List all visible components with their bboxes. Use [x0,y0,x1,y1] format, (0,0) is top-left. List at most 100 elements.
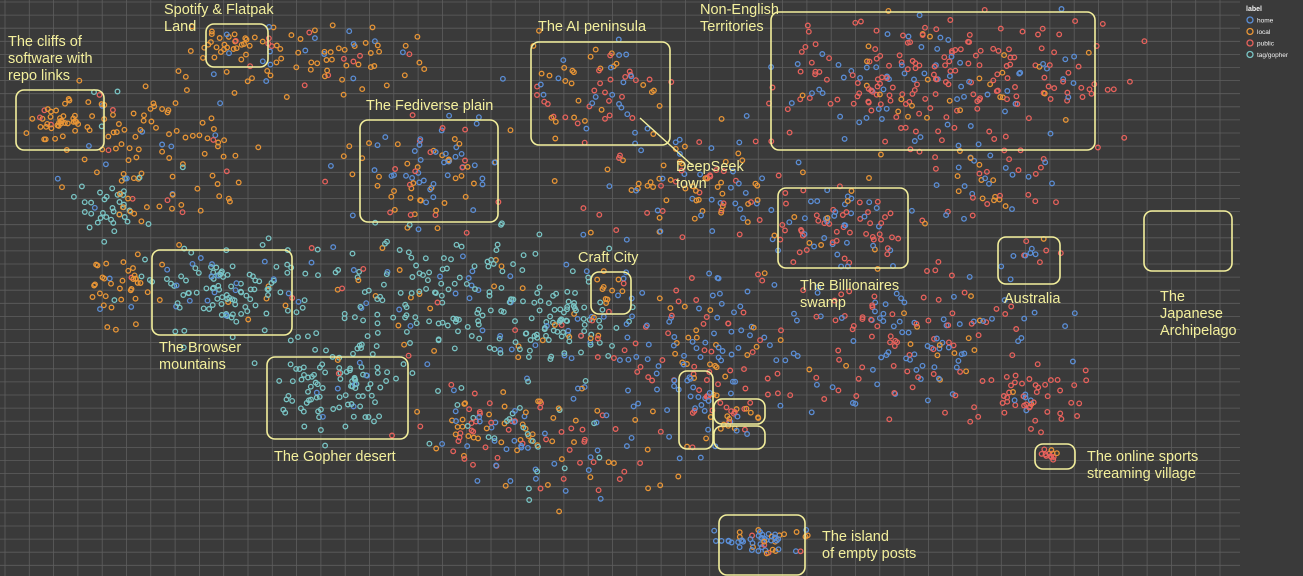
data-point [209,261,215,268]
data-point [868,87,875,94]
data-point [560,57,567,64]
data-point [373,343,380,350]
data-point [64,120,71,127]
data-point [247,286,254,293]
data-point [904,66,911,73]
data-point [1035,31,1041,38]
data-point [1062,56,1069,63]
data-point [555,75,562,82]
data-point [873,27,880,34]
data-point [511,419,518,425]
data-point [164,197,171,204]
data-point [941,54,948,61]
data-point [916,12,923,19]
data-point [574,120,581,127]
data-point [999,400,1006,406]
data-point [528,315,535,322]
data-point [349,171,356,178]
data-point [335,267,342,273]
data-point [849,326,856,333]
data-point [876,315,883,322]
data-point [267,61,274,68]
data-point [644,356,651,363]
data-point [587,335,594,342]
data-point [728,539,735,546]
data-point [108,304,115,311]
data-point [369,24,376,31]
data-point [536,27,542,34]
data-point [702,339,709,346]
data-point [570,395,577,402]
data-point [393,375,399,382]
data-point [676,455,683,462]
data-point [966,78,973,85]
data-point [387,209,394,216]
data-point [376,48,383,55]
data-point [448,256,454,263]
data-point [925,317,932,324]
data-point [511,407,518,414]
data-point [602,296,609,302]
data-point [930,371,937,377]
data-point [886,416,893,423]
data-point [711,527,718,534]
data-point [379,245,386,251]
data-point [455,316,462,323]
data-point [800,287,807,294]
region-box [1143,210,1233,272]
data-point [301,82,308,89]
data-point [498,439,505,446]
region-box [590,271,632,315]
data-point [311,371,317,378]
data-point [91,204,98,211]
data-point [829,384,836,391]
data-point [341,315,348,322]
data-point [488,419,495,426]
data-point [683,361,690,367]
data-point [705,426,712,433]
data-point [961,215,967,222]
data-point [590,459,597,466]
data-point [507,127,514,134]
data-point [314,246,321,253]
data-point [434,299,441,306]
data-point [792,548,799,555]
data-point [933,26,940,33]
data-point [720,200,727,207]
data-point [423,285,430,292]
data-point [116,285,123,292]
data-point [302,270,309,277]
data-point [1004,88,1011,94]
data-point [483,425,490,432]
data-point [259,241,266,248]
data-point [957,59,964,66]
data-point [718,357,725,364]
data-point [215,139,222,146]
data-point [137,126,144,133]
data-point [967,123,974,129]
data-point [164,266,171,273]
data-point [616,52,623,59]
data-point [564,303,571,310]
data-point [89,294,96,300]
data-point [123,175,130,182]
data-point [777,337,784,344]
data-point [456,274,463,281]
data-point [814,198,821,205]
data-point [316,414,323,421]
data-point [336,394,343,401]
data-point [911,138,918,144]
data-point [192,265,199,272]
data-point [1001,52,1008,59]
data-point [304,333,311,340]
data-point [224,271,231,278]
data-point [285,290,292,297]
data-point [791,310,797,317]
data-point [1058,415,1065,422]
data-point [880,310,887,317]
data-point [1044,393,1051,400]
data-point [924,114,930,121]
data-point [352,385,359,392]
